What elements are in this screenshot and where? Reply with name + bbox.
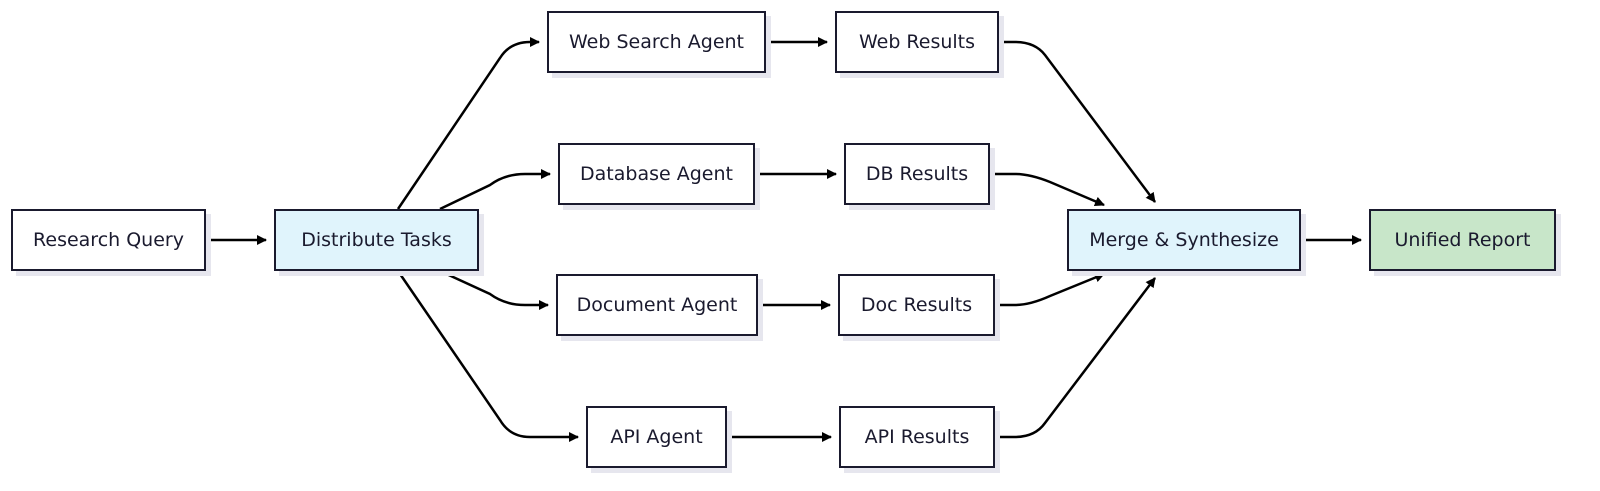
- node-database-agent: Database Agent: [558, 143, 755, 205]
- node-label: Research Query: [33, 229, 184, 251]
- edge-apiresults-to-merge: [995, 277, 1156, 439]
- edge-webresults-to-merge: [999, 40, 1157, 203]
- node-label: Unified Report: [1394, 229, 1531, 251]
- node-merge-synthesize: Merge & Synthesize: [1067, 209, 1301, 271]
- node-label: Database Agent: [580, 163, 733, 185]
- node-label: Merge & Synthesize: [1089, 229, 1279, 251]
- node-label: Web Results: [858, 31, 976, 53]
- edge-distribute-to-document: [439, 269, 549, 310]
- edge-docresults-to-merge: [995, 272, 1105, 307]
- edge-dbresults-to-merge: [990, 172, 1105, 207]
- node-web-results: Web Results: [835, 11, 999, 73]
- node-label: DB Results: [865, 163, 969, 185]
- node-research-query: Research Query: [11, 209, 206, 271]
- node-api-agent: API Agent: [586, 406, 727, 468]
- node-db-results: DB Results: [844, 143, 990, 205]
- node-unified-report: Unified Report: [1369, 209, 1556, 271]
- node-web-search-agent: Web Search Agent: [547, 11, 766, 73]
- node-label: API Agent: [610, 426, 703, 448]
- node-label: Document Agent: [576, 294, 738, 316]
- edge-distribute-to-websearch: [396, 37, 540, 210]
- node-label: Doc Results: [860, 294, 973, 316]
- node-document-agent: Document Agent: [556, 274, 758, 336]
- node-label: Distribute Tasks: [301, 229, 452, 251]
- edge-distribute-to-database: [439, 169, 551, 211]
- edge-distribute-to-api: [396, 270, 579, 442]
- node-doc-results: Doc Results: [838, 274, 995, 336]
- node-label: Web Search Agent: [568, 31, 745, 53]
- node-distribute-tasks: Distribute Tasks: [274, 209, 479, 271]
- node-api-results: API Results: [839, 406, 995, 468]
- node-label: API Results: [864, 426, 970, 448]
